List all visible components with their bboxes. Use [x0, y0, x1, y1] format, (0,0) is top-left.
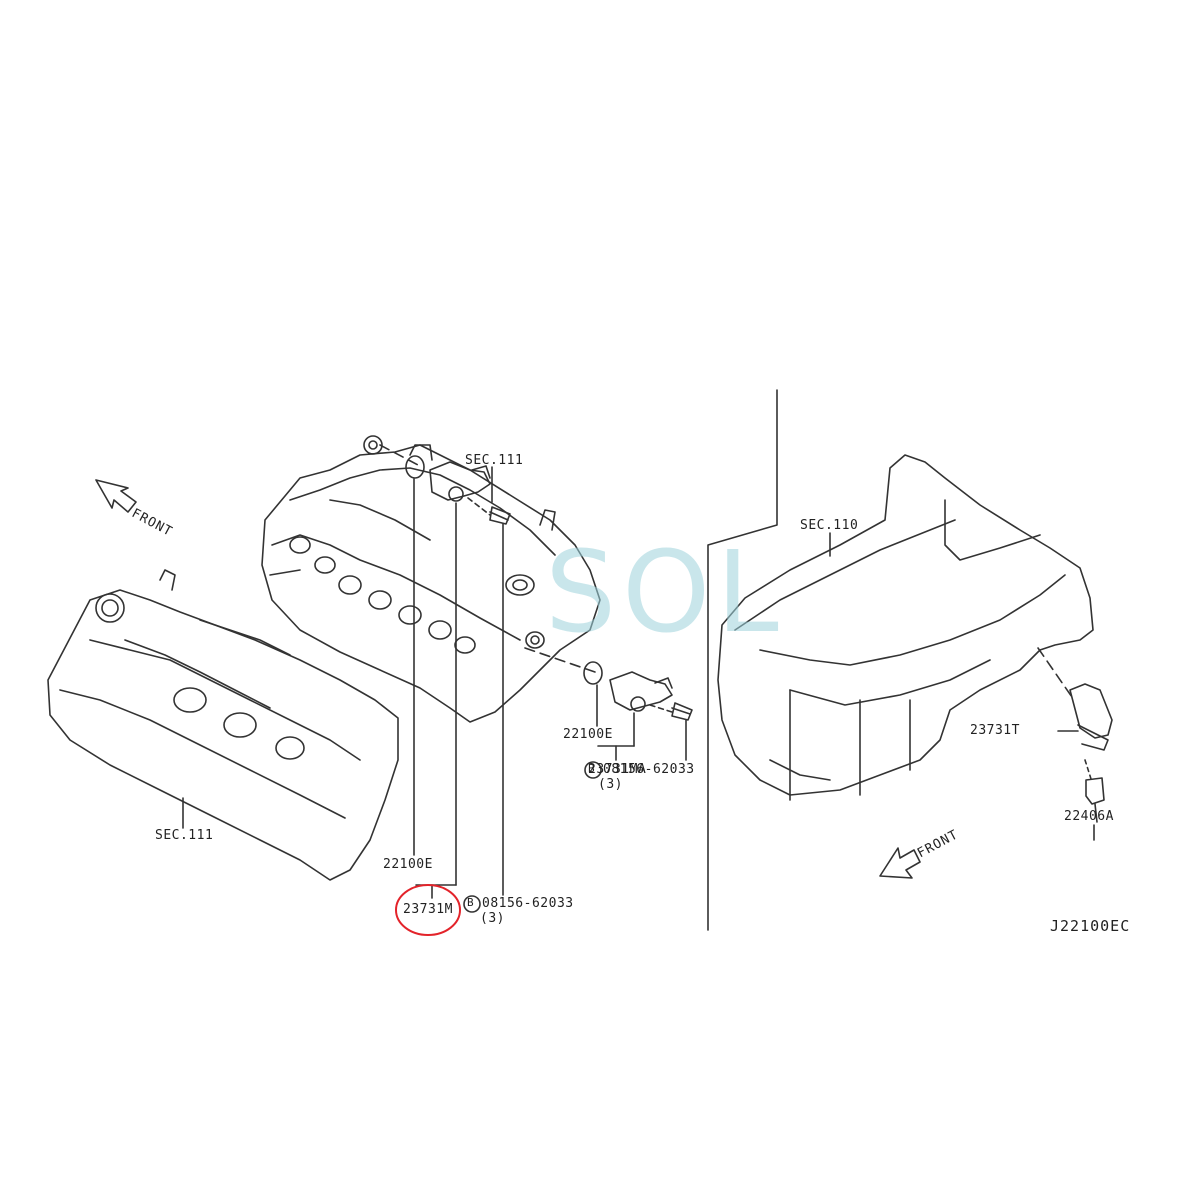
upper-cylinder-head [261, 444, 601, 723]
bolt-marker-icon-upper [584, 761, 602, 779]
label-qty-lower: (3) [480, 911, 505, 926]
front-arrow-icon-right [879, 847, 921, 879]
upper-bolt-dash [649, 704, 673, 713]
label-bolt-upper: 08156-62033 [603, 762, 695, 777]
sensor-group [1037, 647, 1113, 841]
label-23731t: 23731T [970, 723, 1020, 738]
label-23731ma: 23731MA [588, 762, 647, 777]
label-bolt-lower: 08156-62033 [482, 896, 574, 911]
lower-cylinder-head [47, 435, 399, 881]
front-arrow-icon-left [95, 479, 137, 513]
label-23731m: 23731M [403, 902, 453, 917]
bolt-marker-letter-upper: B [588, 762, 596, 775]
lower-bolt [489, 506, 511, 525]
label-sec111-bottom: SEC.111 [155, 828, 214, 843]
section-divider [707, 389, 778, 931]
sensor-bolt-dash [1084, 759, 1093, 783]
upper-solenoid [609, 671, 673, 711]
bolt-marker-icon-lower [463, 895, 481, 913]
oil-pan [717, 454, 1094, 801]
upper-bolt [671, 702, 693, 721]
sensor-23731t [1069, 683, 1113, 739]
lower-solenoid [429, 461, 491, 501]
lower-axis-dash [379, 444, 421, 467]
upper-solenoid-group [524, 647, 693, 761]
label-22100e-upper: 22100E [563, 727, 613, 742]
sensor-bolt [1085, 777, 1105, 823]
label-sec110: SEC.110 [800, 518, 859, 533]
label-qty-upper: (3) [598, 777, 623, 792]
lower-solenoid-group [379, 444, 511, 899]
diagram-code: J22100EC [1050, 917, 1131, 935]
upper-axis-dash [524, 647, 596, 673]
lower-bolt-dash [467, 497, 491, 516]
label-22100e-lower: 22100E [383, 857, 433, 872]
sensor-axis-dash [1037, 647, 1075, 701]
watermark-logo: SOL [545, 528, 785, 658]
label-sec111-top: SEC.111 [465, 453, 524, 468]
bolt-marker-letter-lower: B [467, 896, 475, 909]
upper-o-ring [583, 661, 603, 685]
highlight-circle [395, 884, 461, 936]
label-22406a: 22406A [1064, 809, 1114, 824]
lower-o-ring [405, 455, 425, 479]
